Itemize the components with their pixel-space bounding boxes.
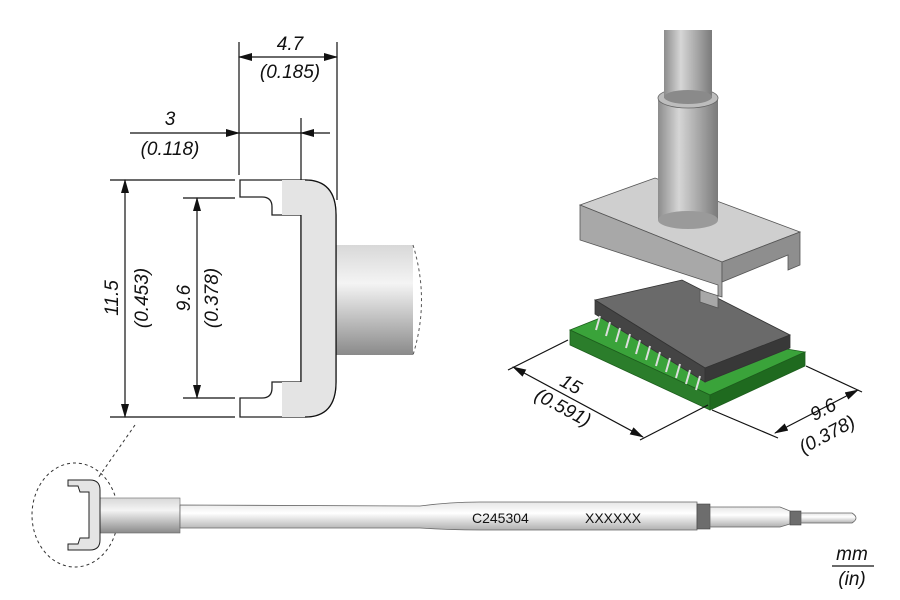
cartridge-view: C245304 XXXXXX xyxy=(31,462,857,568)
unit-mm: mm xyxy=(836,544,868,565)
dim-label-mm: 9.6 xyxy=(174,284,195,311)
dim-label-in: (0.118) xyxy=(141,139,200,160)
dimension-overall-width: 4.7 (0.185) xyxy=(238,34,338,200)
profile-shaft xyxy=(336,245,413,355)
dimension-overall-height: 11.5 (0.453) xyxy=(102,179,235,418)
units-legend: mm (in) xyxy=(832,544,874,590)
dim-label-in: (0.453) xyxy=(132,268,153,328)
ic-leads xyxy=(595,315,701,391)
dim-label-mm: 3 xyxy=(165,109,176,130)
dim-label-in: (0.185) xyxy=(260,62,320,83)
dim-label-mm: 11.5 xyxy=(102,280,123,316)
cartridge-shaft xyxy=(179,501,698,531)
dim-label-mm: 4.7 xyxy=(277,34,305,55)
dimension-inner-height: 9.6 (0.378) xyxy=(174,197,235,399)
cartridge-tip xyxy=(800,512,857,524)
side-profile xyxy=(239,179,422,418)
isometric-view xyxy=(568,30,807,411)
unit-in: (in) xyxy=(838,569,865,590)
serial-number: XXXXXX xyxy=(585,510,642,526)
heater-shaft xyxy=(664,30,712,98)
model-number: C245304 xyxy=(472,510,529,526)
dim-label-in: (0.378) xyxy=(202,268,223,328)
nozzle-post xyxy=(658,98,718,220)
dimension-inner-width: 3 (0.118) xyxy=(130,109,330,180)
